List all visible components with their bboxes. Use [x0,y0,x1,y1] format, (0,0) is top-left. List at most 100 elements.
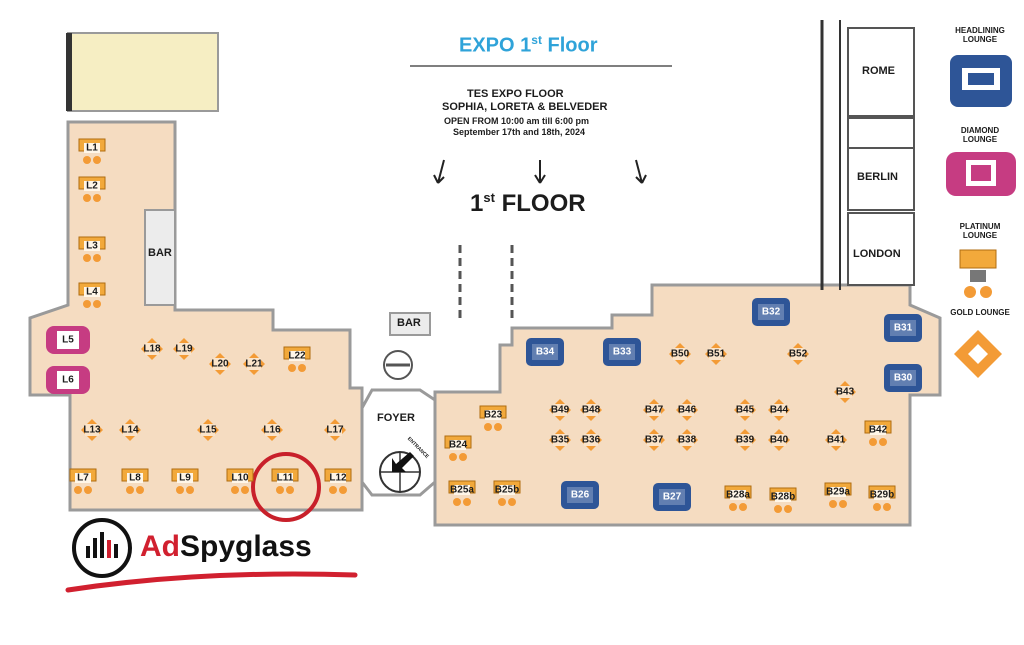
booth-headlining-b30[interactable] [884,364,922,392]
booth-gold-l16[interactable] [261,419,283,441]
booth-platinum-l12[interactable] [324,468,352,494]
booth-platinum-b28b[interactable] [769,487,797,513]
booth-gold-l20[interactable] [209,353,231,375]
booth-label-l7: L7 [77,472,89,484]
booth-platinum-l4[interactable] [78,282,106,308]
booth-gold-l14[interactable] [119,419,141,441]
header-line-4: September 17th and 18th, 2024 [453,127,586,137]
booth-gold-l17[interactable] [324,419,346,441]
booth-platinum-l22[interactable] [283,346,311,372]
booth-gold-b35[interactable] [549,429,571,451]
legend-gold-icon [954,330,1002,378]
booth-gold-b41[interactable] [825,429,847,451]
booth-label-l19: L19 [175,343,193,355]
booth-platinum-b29a[interactable] [824,482,852,508]
booth-label-b24: B24 [448,439,468,451]
booth-gold-l21[interactable] [243,353,265,375]
booth-gold-l13[interactable] [81,419,103,441]
legend-diamond-label: DIAMOND LOUNGE [960,126,1000,144]
booth-gold-b50[interactable] [669,343,691,365]
booth-gold-l15[interactable] [197,419,219,441]
booth-platinum-b42[interactable] [864,420,892,446]
berlin-label: BERLIN [857,171,898,183]
booth-platinum-l3[interactable] [78,236,106,262]
booth-gold-b46[interactable] [676,399,698,421]
booth-platinum-l7[interactable] [69,468,97,494]
booth-headlining-b31[interactable] [884,314,922,342]
booth-platinum-b28a[interactable] [724,485,752,511]
entrance-arrow-icon [392,452,414,472]
booth-label-b40: B40 [769,434,789,446]
booth-gold-b43[interactable] [834,381,856,403]
booth-layer [46,138,922,513]
arrow-middle-icon [534,160,546,184]
booth-gold-b39[interactable] [734,429,756,451]
booth-gold-l19[interactable] [173,338,195,360]
booth-label-l21: L21 [245,358,263,370]
booth-gold-b37[interactable] [643,429,665,451]
booth-diamond-l6[interactable] [46,366,90,394]
header-line-2: SOPHIA, LORETA & BELVEDER [442,101,608,113]
booth-label-b34: B34 [535,346,555,358]
booth-gold-l18[interactable] [141,338,163,360]
booth-platinum-l10[interactable] [226,468,254,494]
booth-label-b44: B44 [769,404,789,416]
booth-label-b25a: B25a [450,484,474,496]
top-left-room [67,32,219,112]
page-title: EXPO 1st Floor [459,33,598,57]
booth-label-b25b: B25b [494,484,520,496]
booth-label-l2: L2 [86,180,98,192]
booth-gold-b47[interactable] [643,399,665,421]
booth-label-b28b: B28b [770,491,796,503]
booth-gold-b51[interactable] [705,343,727,365]
booth-gold-b52[interactable] [787,343,809,365]
booth-label-b49: B49 [550,404,570,416]
booth-gold-b40[interactable] [768,429,790,451]
booth-label-l20: L20 [211,358,229,370]
booth-headlining-b26[interactable] [561,481,599,509]
booth-label-l18: L18 [143,343,161,355]
booth-headlining-b33[interactable] [603,338,641,366]
booth-label-l8: L8 [129,472,141,484]
booth-headlining-b32[interactable] [752,298,790,326]
booth-gold-b48[interactable] [580,399,602,421]
booth-gold-b45[interactable] [734,399,756,421]
booth-label-b39: B39 [735,434,755,446]
booth-label-b47: B47 [644,404,664,416]
booth-label-l15: L15 [199,424,217,436]
left-bar-block [144,209,176,306]
booth-platinum-l2[interactable] [78,176,106,202]
legend-platinum-icon [959,249,997,298]
booth-label-b26: B26 [570,489,590,501]
booth-label-b43: B43 [835,386,855,398]
booth-platinum-b25a[interactable] [448,480,476,506]
booth-diamond-l5[interactable] [46,326,90,354]
booth-label-b51: B51 [706,348,726,360]
booth-gold-b38[interactable] [676,429,698,451]
booth-gold-b49[interactable] [549,399,571,421]
booth-label-l11: L11 [276,472,294,484]
booth-platinum-l8[interactable] [121,468,149,494]
booth-platinum-l9[interactable] [171,468,199,494]
booth-label-b52: B52 [788,348,808,360]
legend-gold-label: GOLD LOUNGE [950,308,1010,317]
booth-headlining-b34[interactable] [526,338,564,366]
legend-diamond-icon [946,152,1016,196]
booth-platinum-b23[interactable] [479,405,507,431]
booth-platinum-b24[interactable] [444,435,472,461]
booth-label-b32: B32 [761,306,781,318]
booth-gold-b36[interactable] [580,429,602,451]
booth-label-b29b: B29b [869,489,895,501]
booth-platinum-l1[interactable] [78,138,106,164]
booth-headlining-b27[interactable] [653,483,691,511]
booth-platinum-b25b[interactable] [493,480,521,506]
booth-label-l6: L6 [62,374,74,386]
berlin-room [847,147,915,211]
booth-gold-b44[interactable] [768,399,790,421]
booth-label-b23: B23 [483,409,503,421]
arrow-left-icon [433,159,445,184]
booth-platinum-b29b[interactable] [868,485,896,511]
booth-platinum-l11[interactable] [271,468,299,494]
